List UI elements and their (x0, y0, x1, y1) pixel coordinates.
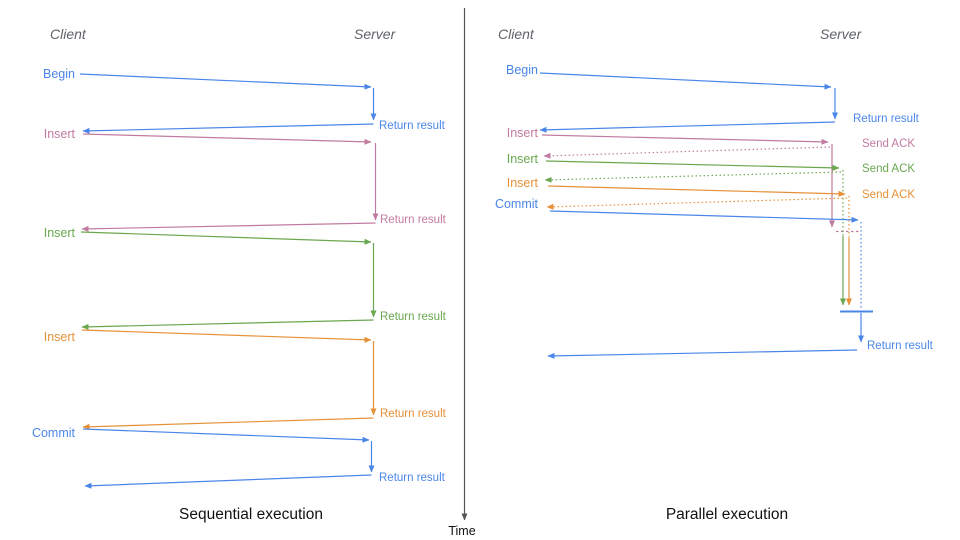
par-ack-label-insert3: Send ACK (862, 189, 916, 201)
request-arrow (81, 329, 372, 343)
par-op-label-insert3: Insert (506, 176, 538, 190)
request-arrow (545, 160, 840, 171)
par-op-label-insert2: Insert (506, 152, 538, 166)
response-arrow (81, 222, 376, 232)
seq-insert3-roundtrip (81, 329, 377, 430)
response-arrow (547, 349, 858, 359)
seq-result-label-insert3: Return result (380, 408, 446, 420)
request-arrow (79, 73, 372, 90)
seq-result-label-commit: Return result (379, 472, 445, 484)
seq-panel-title: Sequential execution (179, 506, 323, 523)
request-arrow (80, 231, 372, 245)
seq-commit-roundtrip (82, 428, 375, 489)
response-arrow (82, 417, 374, 430)
seq-result-label-insert1: Return result (380, 214, 446, 226)
request-arrow (82, 428, 370, 443)
par-commit-roundtrip (547, 210, 873, 359)
seq-insert1-roundtrip (81, 133, 379, 232)
ack-arrow (544, 171, 842, 183)
request-arrow (541, 134, 829, 145)
seq-op-label-insert1: Insert (43, 127, 75, 141)
time-axis-label: Time (448, 524, 476, 538)
request-arrow (549, 210, 859, 223)
par-ack-label-insert2: Send ACK (862, 163, 916, 175)
par-result-label-commit: Return result (867, 340, 933, 352)
seq-insert2-roundtrip (80, 231, 377, 330)
par-client-header: Client (498, 26, 534, 42)
par-ack-label-insert1: Send ACK (862, 138, 916, 150)
par-op-label-commit: Commit (494, 197, 538, 211)
par-begin-roundtrip (539, 72, 838, 133)
par-insert1-exchange (541, 134, 859, 233)
request-arrow (82, 133, 372, 145)
response-arrow (82, 123, 374, 134)
par-op-label-begin: Begin (506, 63, 538, 77)
seq-server-header: Server (354, 26, 396, 42)
par-server-header: Server (820, 26, 862, 42)
par-insert3-exchange (546, 185, 852, 306)
seq-op-label-insert3: Insert (43, 330, 75, 344)
seq-op-label-commit: Commit (31, 426, 75, 440)
seq-result-label-begin: Return result (379, 120, 445, 132)
par-result-label-begin: Return result (853, 113, 919, 125)
par-op-label-insert1: Insert (506, 126, 538, 140)
response-arrow (81, 319, 374, 330)
request-arrow (539, 72, 832, 90)
seq-op-label-begin: Begin (43, 67, 75, 81)
par-insert2-exchange (544, 160, 846, 306)
request-arrow (547, 185, 846, 197)
response-arrow (539, 121, 836, 133)
par-panel-title: Parallel execution (665, 506, 789, 523)
response-arrow (84, 474, 372, 489)
ack-arrow (546, 197, 848, 210)
seq-client-header: Client (50, 26, 86, 42)
seq-op-label-insert2: Insert (43, 226, 75, 240)
seq-result-label-insert2: Return result (380, 311, 446, 323)
seq-begin-roundtrip (79, 73, 377, 134)
ack-arrow (543, 146, 831, 159)
